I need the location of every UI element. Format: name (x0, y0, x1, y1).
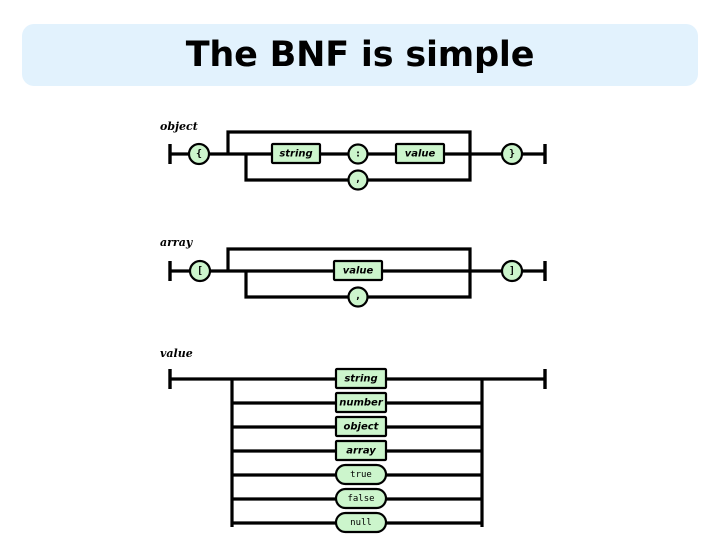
railroad-diagram-array: array [ value , ] (160, 236, 547, 308)
rail-bypass-array (226, 247, 472, 271)
diagram-label-array: array (160, 236, 194, 249)
railroad-diagram-value: value string number object (160, 347, 547, 534)
terminal-value-null-label: null (350, 518, 372, 528)
diagram-label-object: object (160, 120, 198, 133)
nonterminal-value-object-label: value (405, 149, 436, 160)
terminal-colon (347, 143, 369, 165)
nonterminal-value-number-label: number (339, 398, 384, 409)
rail-loop-right-array (368, 271, 472, 299)
terminal-close-bracket-label: ] (509, 266, 515, 277)
diagram-label-value: value (160, 347, 193, 360)
terminal-colon-label: : (355, 149, 361, 160)
railroad-diagrams-area: object { string : value (0, 100, 720, 540)
rail-loop-left-object (244, 154, 348, 182)
terminal-value-false-label: false (347, 494, 374, 504)
nonterminal-value-array-label: value (343, 266, 374, 277)
nonterminal-value-string-label: string (344, 374, 377, 385)
rail-loop-left-array (244, 271, 348, 299)
nonterminal-string-label: string (279, 149, 312, 160)
nonterminal-value-array-label: array (346, 446, 376, 457)
terminal-comma-array (347, 286, 369, 308)
rail-loop-right-object (368, 154, 472, 182)
terminal-comma-object-label: , (355, 174, 361, 185)
terminal-comma-object (347, 169, 369, 191)
terminal-close-brace-label: } (509, 149, 515, 160)
page-title: The BNF is simple (185, 34, 535, 75)
railroad-diagram-object: object { string : value (160, 120, 547, 191)
terminal-open-brace-label: { (196, 149, 202, 160)
terminal-comma-array-label: , (355, 291, 361, 302)
terminal-open-bracket-label: [ (197, 266, 203, 277)
title-banner: The BNF is simple (22, 24, 698, 86)
rail-bypass-object (226, 130, 472, 154)
nonterminal-value-object-label: object (344, 422, 380, 433)
terminal-value-true-label: true (350, 470, 372, 480)
